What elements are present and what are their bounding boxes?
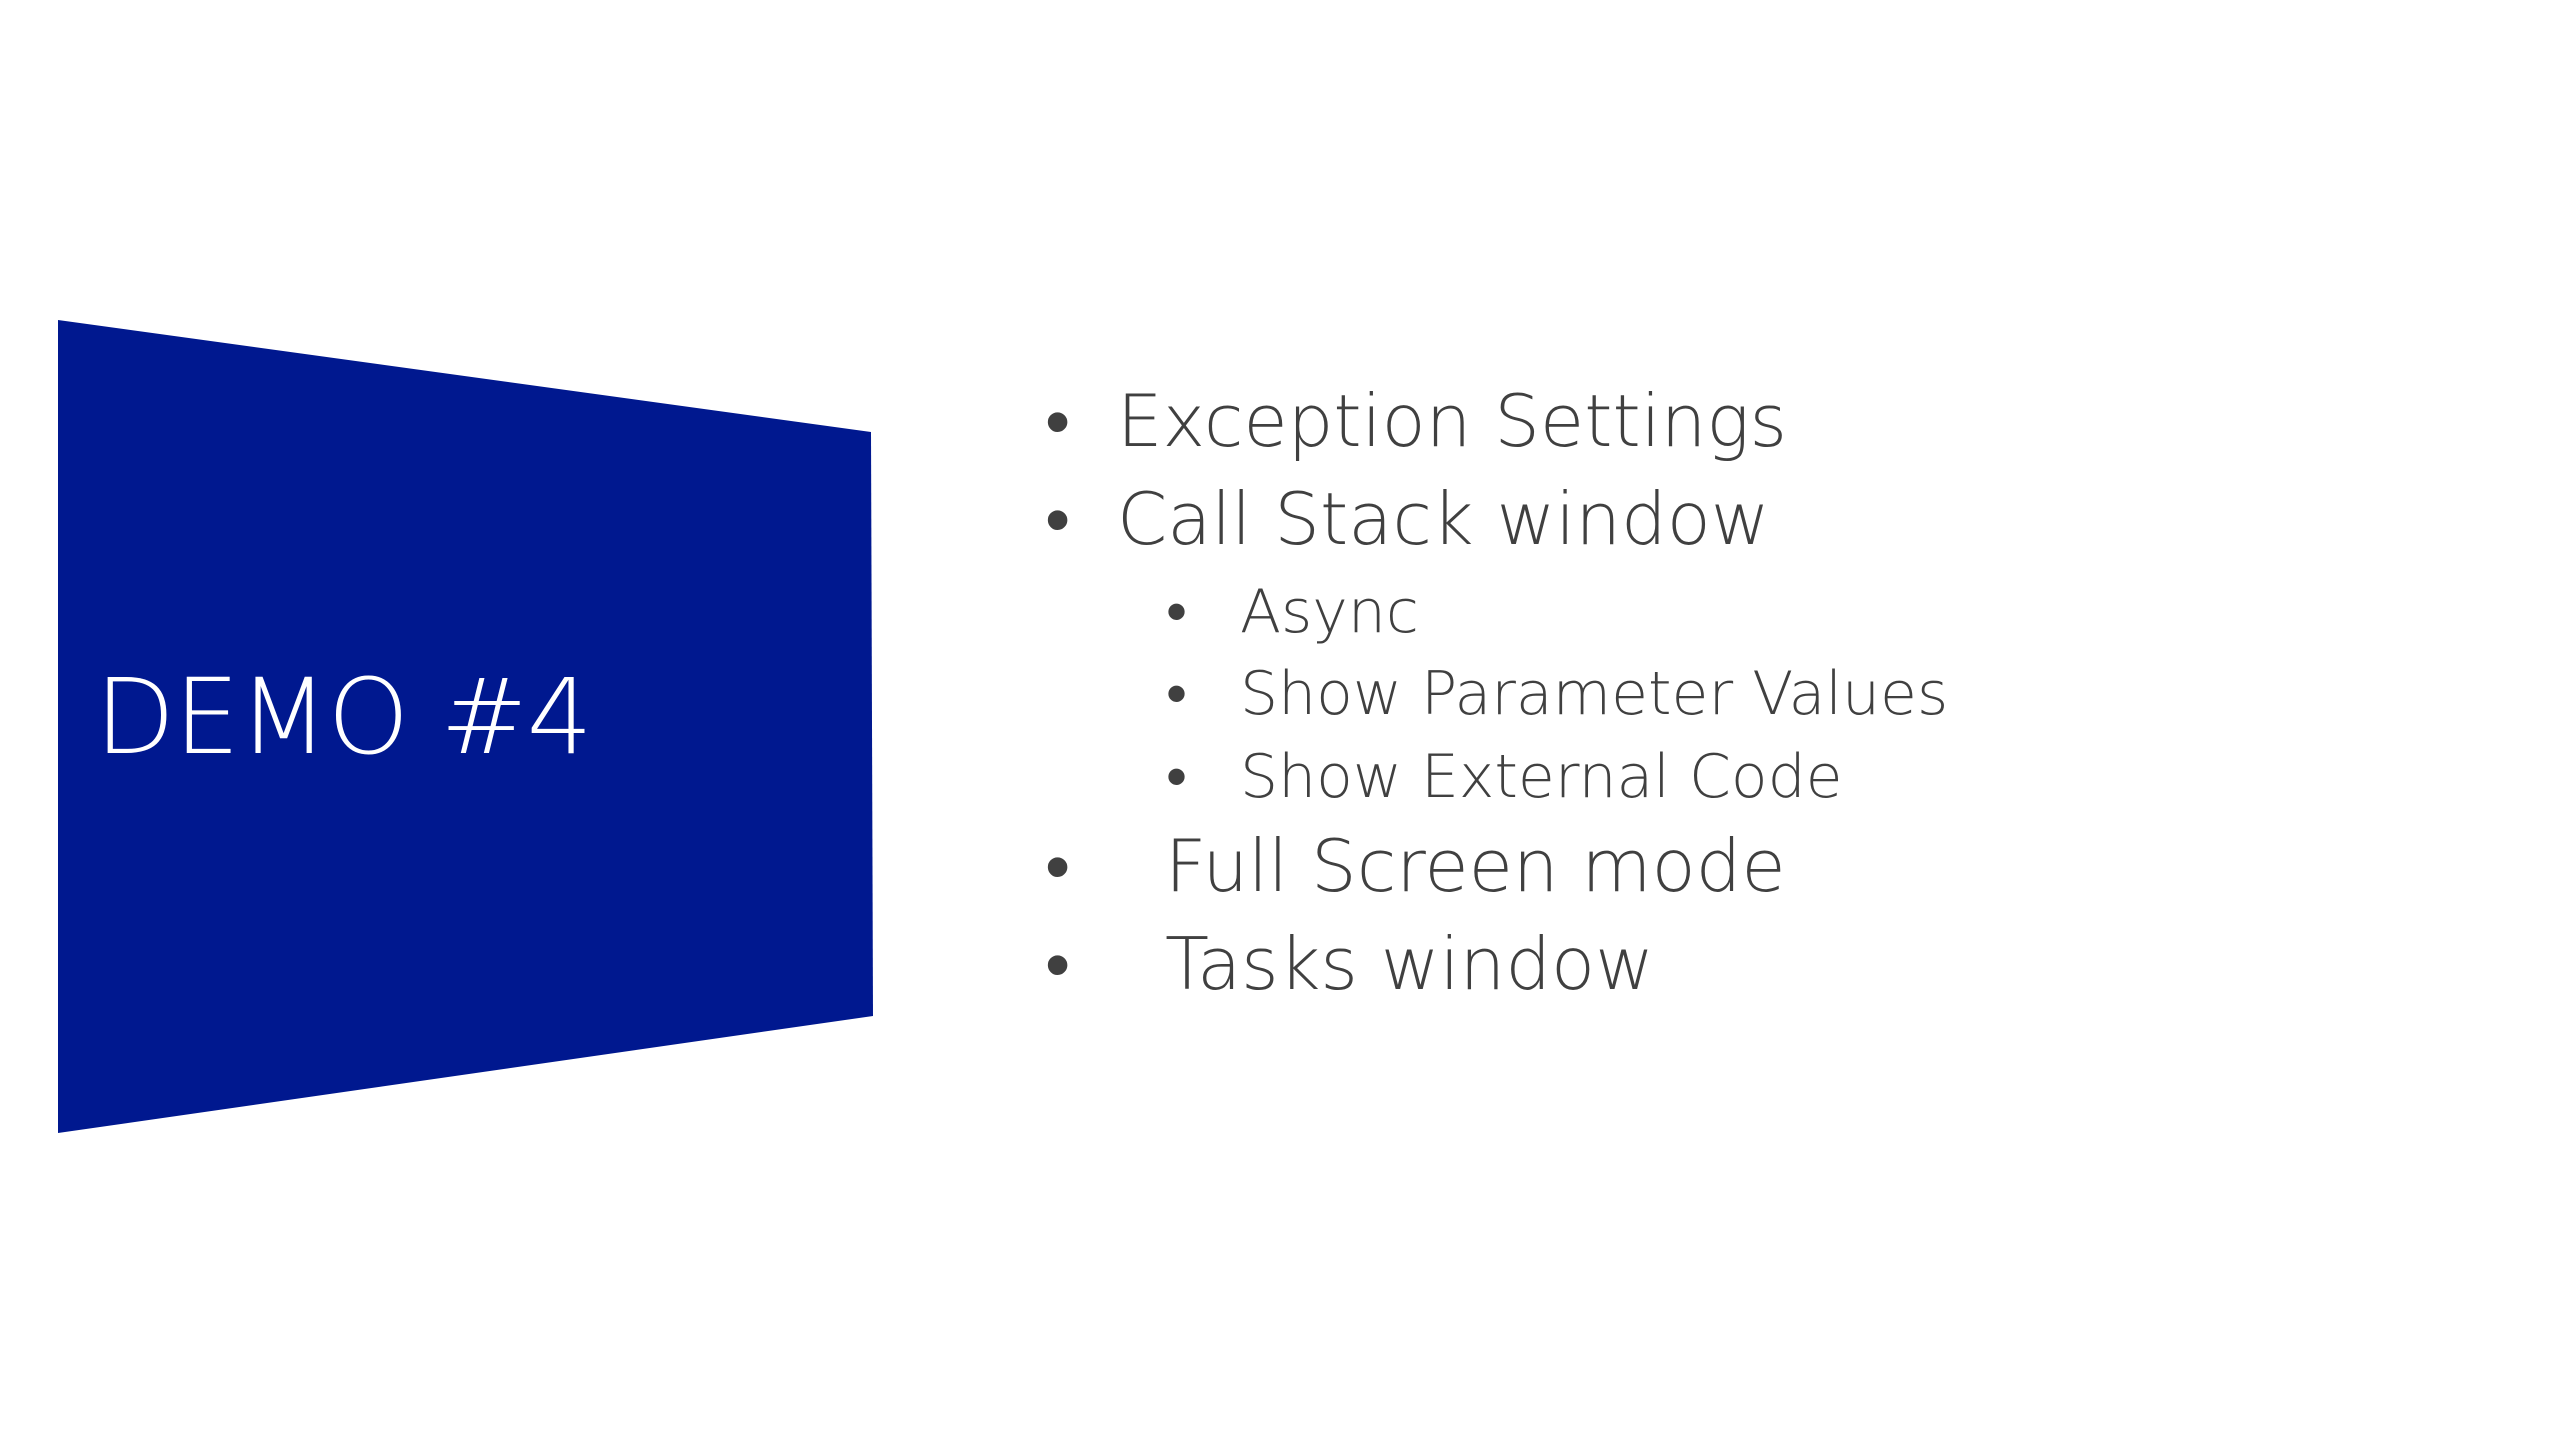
list-item: • Exception Settings	[1045, 385, 1787, 457]
list-item: • Tasks window	[1045, 928, 1654, 1000]
list-item: • Show External Code	[1166, 747, 1843, 807]
list-item-label: Full Screen mode	[1165, 824, 1786, 908]
list-item-label: Show Parameter Values	[1240, 659, 1949, 729]
bullet-icon: •	[1045, 477, 1071, 561]
list-item-label: Exception Settings	[1117, 379, 1788, 463]
list-item: • Show Parameter Values	[1166, 664, 1948, 724]
list-item-label: Call Stack window	[1117, 477, 1770, 561]
list-item-label: Tasks window	[1165, 922, 1654, 1006]
bullet-icon: •	[1166, 577, 1188, 647]
list-item: • Call Stack window	[1045, 483, 1770, 555]
list-item-label: Show External Code	[1240, 742, 1843, 812]
demo-panel-shape	[58, 320, 873, 1133]
list-item: • Full Screen mode	[1045, 830, 1786, 902]
demo-title: DEMO #4	[95, 656, 593, 778]
bullet-icon: •	[1045, 922, 1071, 1006]
list-item-label: Async	[1240, 577, 1419, 647]
bullet-icon: •	[1045, 379, 1071, 463]
bullet-icon: •	[1166, 742, 1188, 812]
bullet-icon: •	[1045, 824, 1071, 908]
bullet-icon: •	[1166, 659, 1188, 729]
list-item: • Async	[1166, 582, 1419, 642]
